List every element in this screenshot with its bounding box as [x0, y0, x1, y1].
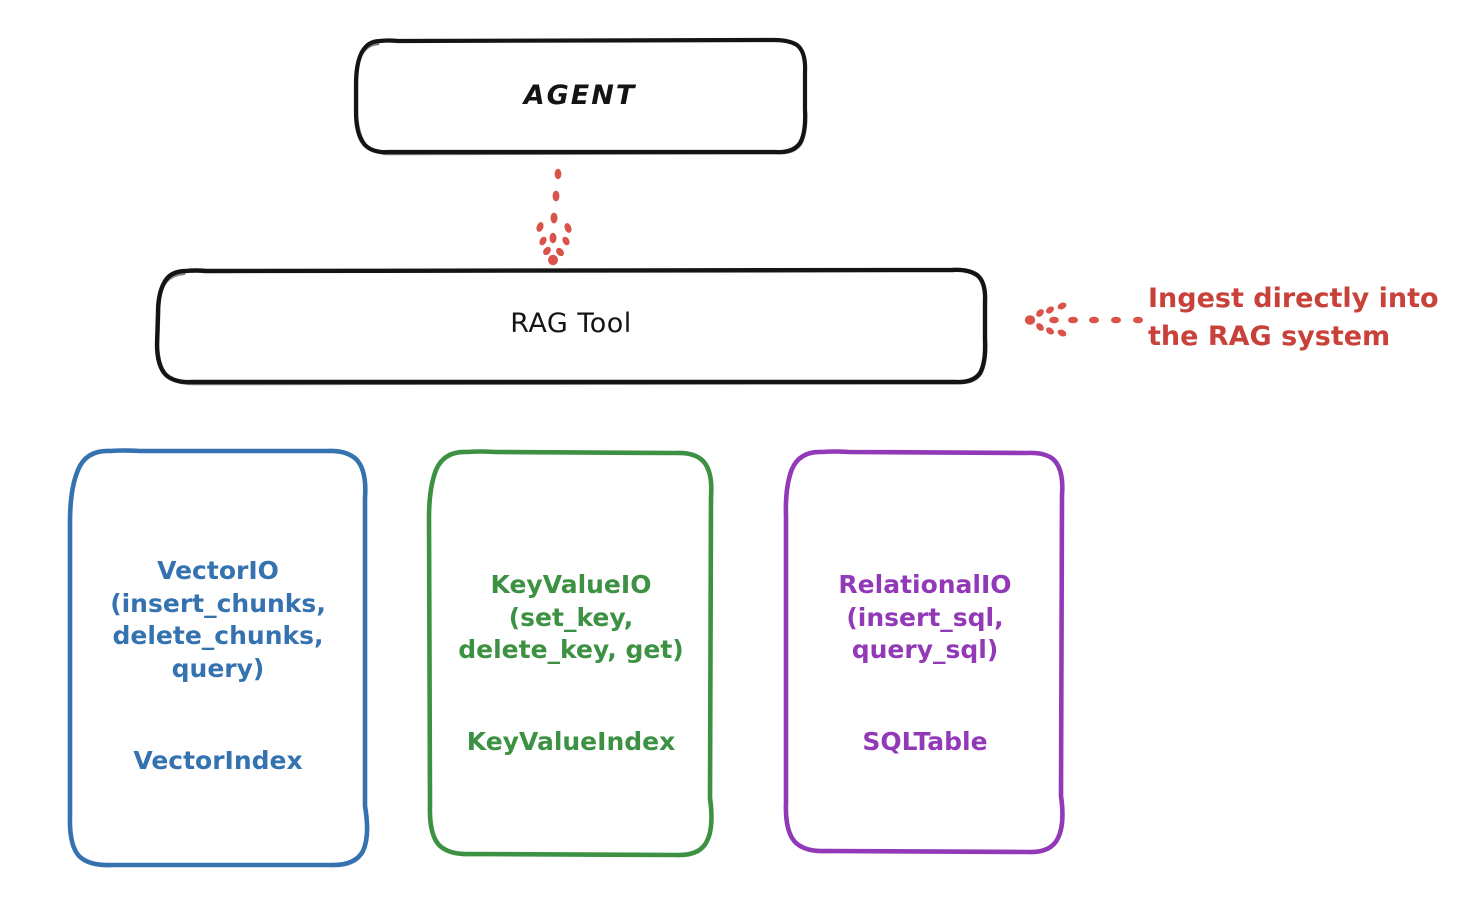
vector-api-text: VectorIO (insert_chunks, delete_chunks, …	[110, 556, 326, 683]
relational-store-box[interactable]	[783, 449, 1065, 855]
relational-store-label: RelationalIO (insert_sql, query_sql) SQL…	[787, 548, 1063, 780]
vector-index-text: VectorIndex	[133, 745, 303, 775]
keyvalue-index-text: KeyValueIndex	[466, 727, 676, 757]
keyvalue-store-label: KeyValueIO (set_key, delete_key, get) Ke…	[430, 548, 712, 780]
annotation-to-rag-connector	[1024, 302, 1143, 337]
rag-tool-box[interactable]	[154, 267, 988, 386]
relational-api-text: RelationalIO (insert_sql, query_sql)	[838, 570, 1012, 665]
keyvalue-api-text: KeyValueIO (set_key, delete_key, get)	[458, 570, 684, 665]
agent-node-label: AGENT	[523, 80, 637, 111]
vector-store-box[interactable]	[67, 448, 370, 868]
agent-box[interactable]	[353, 37, 808, 156]
rag-tool-node-label: RAG Tool	[510, 308, 632, 339]
vector-store-label: VectorIO (insert_chunks, delete_chunks, …	[72, 534, 364, 799]
relational-index-text: SQLTable	[862, 727, 988, 757]
agent-to-rag-connector	[536, 168, 572, 266]
ingest-annotation-text: Ingest directly into the RAG system	[1148, 283, 1439, 353]
keyvalue-store-box[interactable]	[426, 449, 714, 858]
